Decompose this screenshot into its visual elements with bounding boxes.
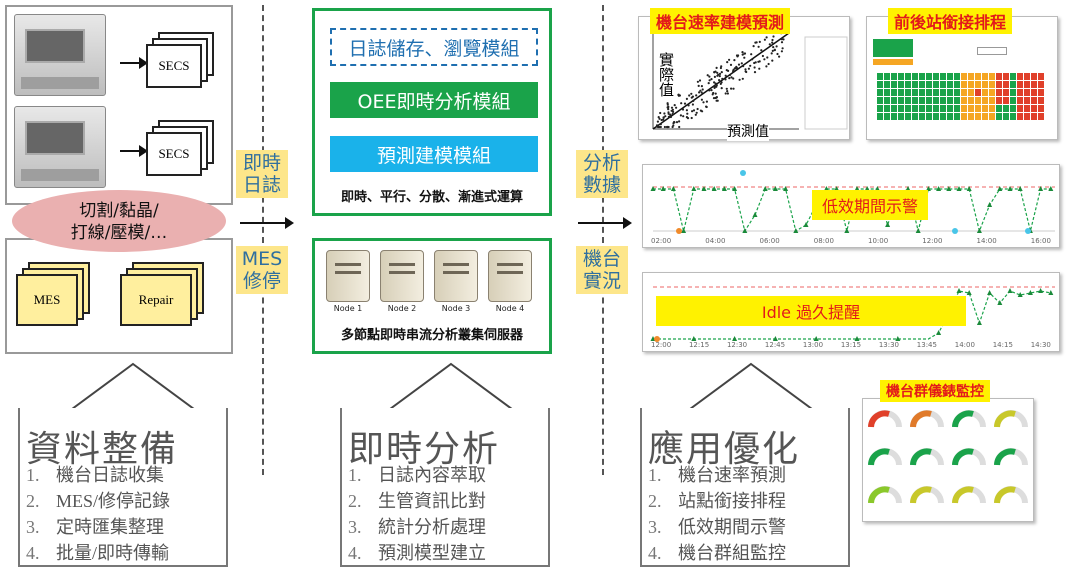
timeline-tick: 13:00 <box>802 341 824 349</box>
panel-title-realtime: 即時分析 <box>348 429 501 469</box>
timeline-tick: 02:00 <box>651 237 672 245</box>
timeline-tick: 12:30 <box>726 341 748 349</box>
module-log-storage: 日誌儲存、瀏覽模組 <box>330 28 538 66</box>
panel2-item-1: 日誌內容萃取 <box>378 465 486 485</box>
server-node-2 <box>380 250 424 302</box>
arrow-to-center <box>240 217 294 229</box>
timeline-tick: 12:00 <box>651 341 672 349</box>
server-node-1 <box>326 250 370 302</box>
scatter-plot <box>652 27 848 130</box>
panel-apps <box>640 408 850 567</box>
panel1-item-3: 定時匯集整理 <box>56 517 164 537</box>
panel1-item-2: MES/修停記錄 <box>56 491 171 511</box>
node-label-3: Node 3 <box>441 304 471 313</box>
timeline-tick: 14:00 <box>954 341 975 349</box>
gauge-grid <box>868 410 1028 504</box>
label-idle: Idle 過久提醒 <box>656 296 966 326</box>
timeline-tick: 10:00 <box>868 237 889 245</box>
panel-title-data-prep: 資料整備 <box>26 429 179 469</box>
compute-caption: 即時、平行、分散、漸進式運算 <box>340 190 523 205</box>
axis-y-label: 實 際 值 <box>659 51 675 99</box>
schedule-legend-orange <box>873 59 913 65</box>
cluster-caption: 多節點即時串流分析叢集伺服器 <box>340 328 523 343</box>
panel3-item-3: 低效期間示警 <box>678 517 786 537</box>
label-schedule: 前後站銜接排程 <box>888 8 1013 34</box>
timeline-tick: 08:00 <box>813 237 834 245</box>
server-node-4 <box>488 250 532 302</box>
axis-x-label: 預測值 <box>727 121 769 141</box>
machine-image-2 <box>14 106 106 188</box>
timeline-tick: 14:30 <box>1030 341 1051 349</box>
speed-model-screenshot: 實 際 值 預測值 <box>638 16 850 141</box>
label-speed-model: 機台速率建模預測 <box>650 8 791 34</box>
label-gauges: 機台群儀錶監控 <box>880 380 990 402</box>
module-oee: OEE即時分析模組 <box>330 82 538 118</box>
timeline-tick: 13:30 <box>878 341 899 349</box>
machine-to-secs-arrow-1 <box>120 57 148 69</box>
timeline-tick: 13:15 <box>840 341 862 349</box>
arrow-to-apps <box>578 217 632 229</box>
schedule-grid <box>877 73 1044 120</box>
secs-doc-1: SECS <box>146 44 202 88</box>
timeline-tick: 06:00 <box>759 237 780 245</box>
node-label-4: Node 4 <box>495 304 525 313</box>
server-node-3 <box>434 250 478 302</box>
timeline-tick: 12:15 <box>688 341 710 349</box>
secs-doc-2: SECS <box>146 132 202 176</box>
machine-to-secs-arrow-2 <box>120 145 148 157</box>
timeline-ticks-1: 02:00 04:00 06:00 08:00 10:00 12:00 14:00 16:00 <box>651 237 1051 245</box>
timeline-tick: 12:45 <box>764 341 786 349</box>
machine-image-1 <box>14 14 106 96</box>
label-analysis-data: 分析 數據 <box>576 150 628 198</box>
panel-title-apps: 應用優化 <box>648 429 801 469</box>
process-oval: 切割/黏晶/ 打線/壓模/… <box>12 190 226 252</box>
panel-realtime <box>340 408 550 567</box>
panel2-item-2: 生管資訊比對 <box>378 491 486 511</box>
low-eff-timeline <box>650 170 1055 234</box>
label-realtime-log: 即時 日誌 <box>236 150 288 198</box>
panel3-item-1: 機台速率預測 <box>678 465 786 485</box>
panel2-item-4: 預測模型建立 <box>378 543 486 563</box>
module-predict: 預測建模模組 <box>330 136 538 172</box>
gauge-screenshot <box>862 398 1034 522</box>
label-mes-repair: MES 修停 <box>236 246 288 294</box>
node-label-1: Node 1 <box>333 304 363 313</box>
panel3-item-4: 機台群組監控 <box>678 543 786 563</box>
timeline-tick: 13:45 <box>916 341 937 349</box>
timeline-ticks-2: 12:00 12:15 12:30 12:45 13:00 13:15 13:30 13:45… <box>651 341 1051 349</box>
repair-doc: Repair <box>120 274 192 326</box>
panel-list-realtime: 1.日誌內容萃取 2.生管資訊比對 3.統計分析處理 4.預測模型建立 <box>348 465 486 563</box>
label-low-efficiency: 低效期間示警 <box>812 190 929 220</box>
label-machine-status: 機台 實況 <box>576 246 628 294</box>
panel3-item-2: 站點銜接排程 <box>678 491 786 511</box>
separator-right <box>602 5 604 475</box>
schedule-legend-green <box>873 39 913 57</box>
timeline-tick: 12:00 <box>922 237 943 245</box>
panel-list-apps: 1.機台速率預測 2.站點銜接排程 3.低效期間示警 4.機台群組監控 <box>648 465 786 563</box>
panel2-item-3: 統計分析處理 <box>378 517 486 537</box>
separator-left <box>262 5 264 475</box>
panel-list-data-prep: 1.機台日誌收集 2.MES/修停記錄 3.定時匯集整理 4.批量/即時傳輸 <box>26 465 171 563</box>
low-efficiency-screenshot: 02:00 04:00 06:00 08:00 10:00 12:00 14:00 16:00 <box>642 164 1060 248</box>
timeline-tick: 14:15 <box>992 341 1013 349</box>
panel1-item-1: 機台日誌收集 <box>56 465 164 485</box>
timeline-tick: 16:00 <box>1030 237 1051 245</box>
timeline-tick: 14:00 <box>976 237 997 245</box>
timeline-tick: 04:00 <box>705 237 726 245</box>
panel1-item-4: 批量/即時傳輸 <box>56 543 170 563</box>
panel-data-prep <box>18 408 228 567</box>
mes-doc: MES <box>16 274 78 326</box>
schedule-screenshot <box>866 16 1058 140</box>
schedule-input <box>977 47 1007 55</box>
node-label-2: Node 2 <box>387 304 417 313</box>
